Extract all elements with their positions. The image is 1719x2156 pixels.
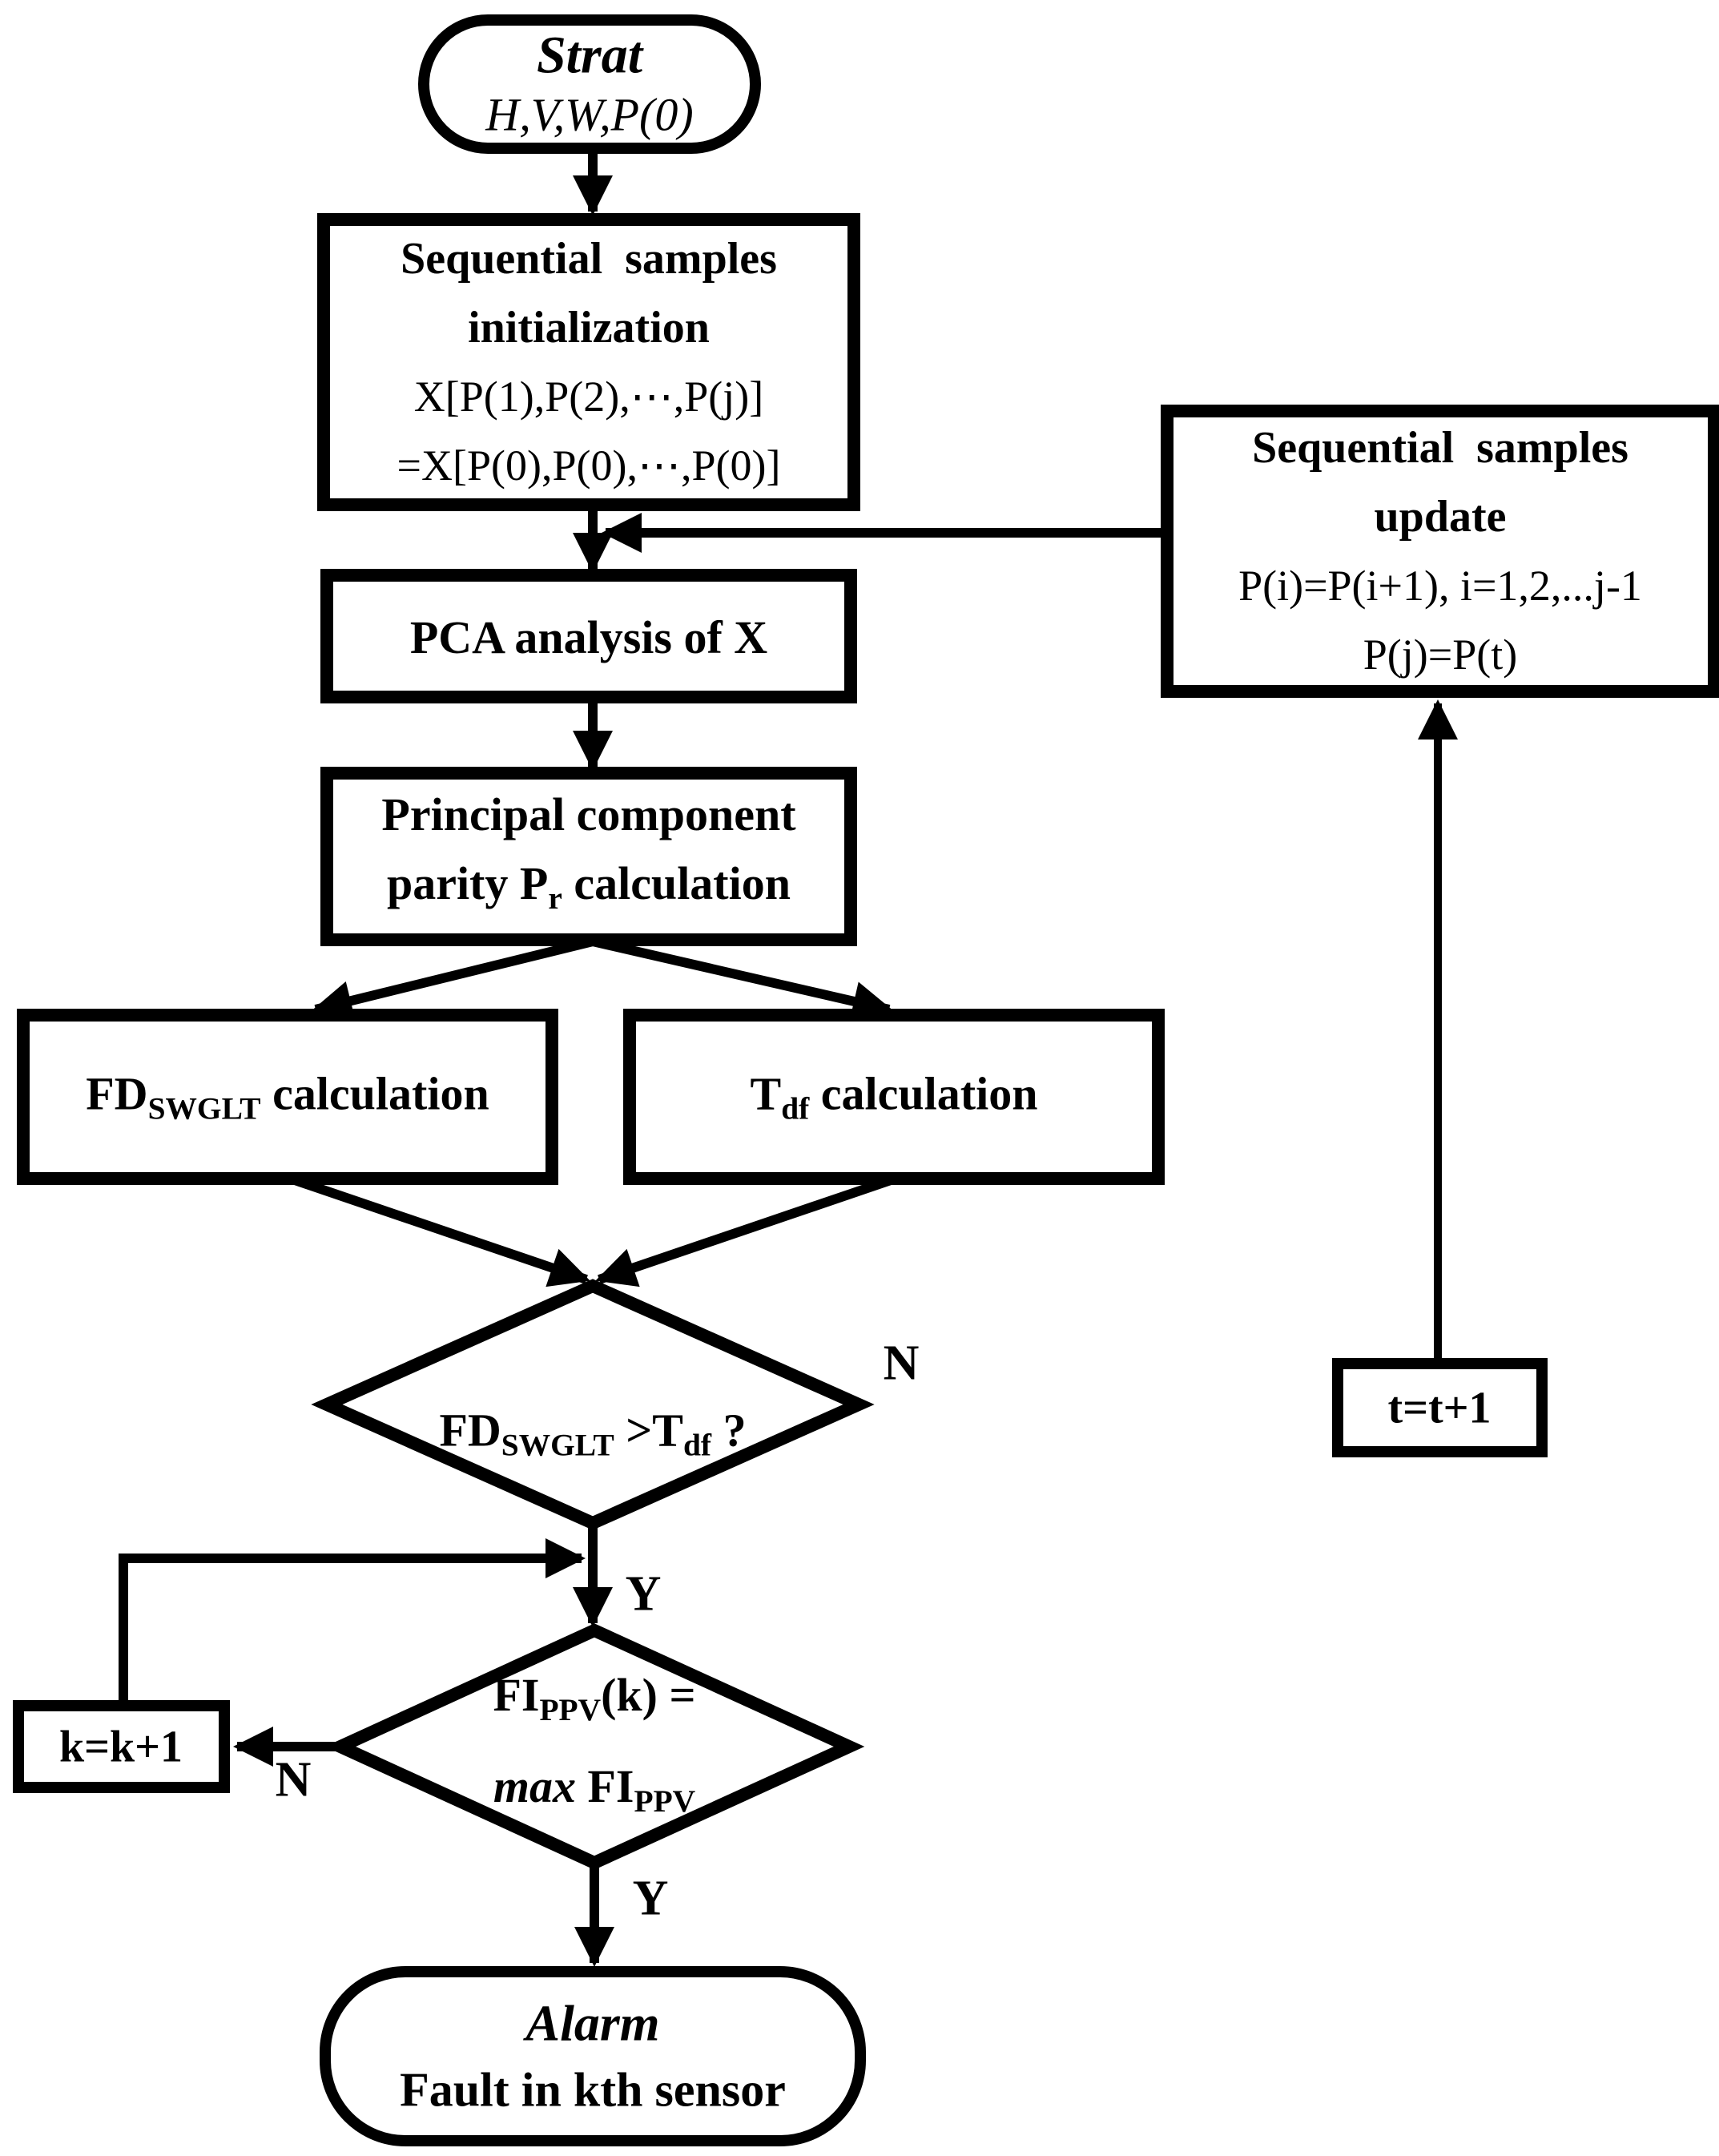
decision1-subscript-1: SWGLT xyxy=(501,1427,614,1463)
init-line4: =X[P(0),P(0),⋯,P(0)] xyxy=(397,441,781,490)
decision2-diamond: FIPPV(k) = max FIPPV xyxy=(493,1657,695,1840)
alarm-title: Alarm xyxy=(525,1994,660,2052)
decision1-subscript-2: df xyxy=(683,1427,712,1463)
init-line3: X[P(1),P(2),⋯,P(j)] xyxy=(413,373,764,421)
alarm-subtitle: Fault in kth sensor xyxy=(400,2063,786,2117)
decision2-subscript-1: PPV xyxy=(539,1692,602,1727)
fd-subscript: SWGLT xyxy=(147,1090,261,1126)
td-box-shape xyxy=(623,1009,1165,1185)
init-line1: Sequential samples xyxy=(401,234,777,284)
decision2-diamond-shape xyxy=(324,1623,865,1870)
edge-td-to-decision1 xyxy=(595,1174,897,1288)
parity-box-shape xyxy=(320,767,857,946)
update-line1: Sequential samples xyxy=(1252,423,1628,473)
decision2-line1: FIPPV(k) = xyxy=(493,1669,696,1727)
start-params: H,V,W,P(0) xyxy=(485,88,694,141)
parity-subscript: r xyxy=(548,880,562,916)
parity-line1: Principal component xyxy=(381,788,796,841)
decision2-line2: max FIPPV xyxy=(493,1760,696,1819)
fd-box: FDSWGLT calculation xyxy=(86,1067,489,1126)
parity-line2: parity Pr calculation xyxy=(386,857,791,916)
init-box-shape xyxy=(317,213,860,511)
decision1-diamond: FDSWGLT >Tdf ? xyxy=(439,1404,747,1463)
edge-parity-to-td xyxy=(591,937,893,1022)
start-terminator-shape xyxy=(418,14,761,154)
alarm-terminator-shape xyxy=(320,1966,866,2146)
pca-box-shape xyxy=(320,569,857,703)
init-box: Sequential samples initialization X[P(1)… xyxy=(397,224,781,500)
kinc-box: k=k+1 xyxy=(59,1720,183,1774)
fd-box-shape xyxy=(17,1009,558,1185)
td-box: Tdf calculation xyxy=(750,1067,1038,1126)
tinc-box: t=t+1 xyxy=(1387,1381,1491,1435)
decision1-yes-label: Y xyxy=(625,1566,662,1622)
edge-parity-to-fd xyxy=(312,937,594,1021)
update-line4: P(j)=P(t) xyxy=(1363,631,1518,679)
edge-fd-to-decision1 xyxy=(288,1174,590,1288)
start-terminator: Strat H,V,W,P(0) xyxy=(485,24,693,143)
tinc-box-shape xyxy=(1332,1358,1548,1457)
pca-label: PCA analysis of X xyxy=(409,611,768,664)
parity-box: Principal component parity Pr calculatio… xyxy=(381,780,795,933)
edges xyxy=(119,147,1458,1967)
update-line3: P(i)=P(i+1), i=1,2,...j-1 xyxy=(1238,562,1642,610)
decision1-no-label: N xyxy=(883,1336,920,1391)
update-box-shape xyxy=(1161,405,1719,698)
decision2-max: max xyxy=(493,1760,576,1812)
pca-box: PCA analysis of X xyxy=(410,610,767,666)
td-subscript: df xyxy=(781,1090,810,1126)
kinc-label: k=k+1 xyxy=(58,1722,183,1772)
tinc-label: t=t+1 xyxy=(1387,1383,1492,1433)
start-title: Strat xyxy=(536,26,643,85)
update-box: Sequential samples update P(i)=P(i+1), i… xyxy=(1238,413,1642,689)
alarm-terminator: Alarm Fault in kth sensor xyxy=(400,1989,786,2122)
decision2-yes-label: Y xyxy=(632,1871,669,1926)
node-shapes xyxy=(13,14,1719,2146)
decision2-no-label: N xyxy=(275,1752,312,1807)
update-line2: update xyxy=(1374,492,1507,542)
kinc-box-shape xyxy=(13,1700,230,1793)
decision2-subscript-2: PPV xyxy=(634,1783,696,1819)
init-line2: initialization xyxy=(468,303,710,353)
decision1-diamond-shape xyxy=(311,1279,875,1530)
edge-kloop-return xyxy=(119,1538,586,1706)
